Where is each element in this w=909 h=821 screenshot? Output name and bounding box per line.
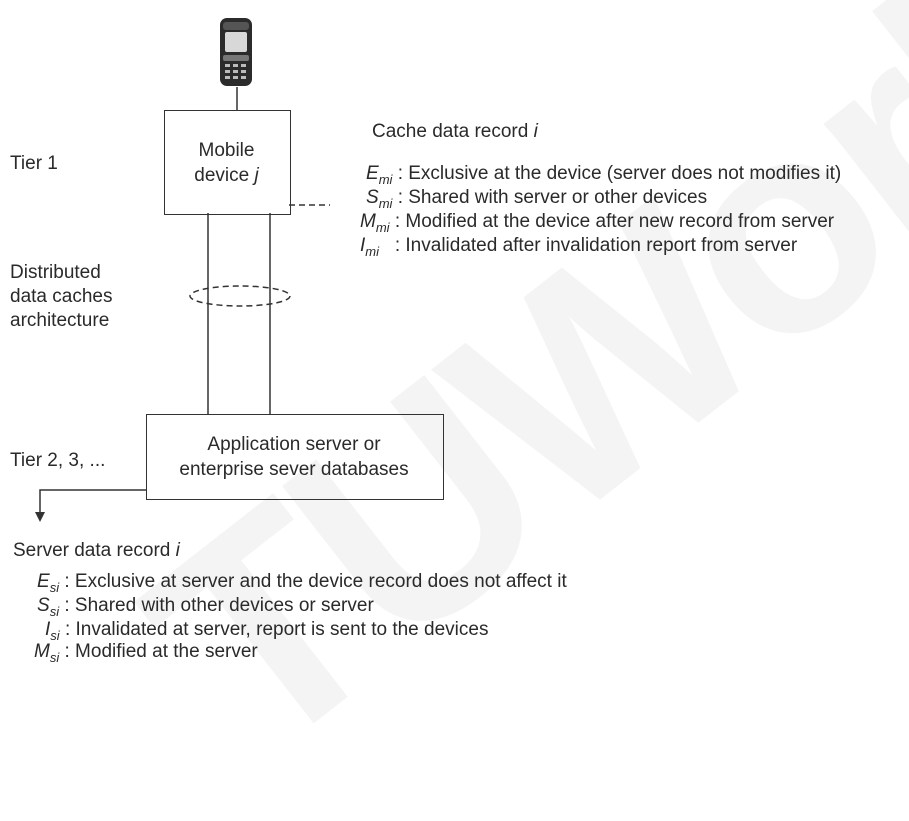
server-record-title: Server data record i [13, 540, 180, 561]
cache-state-m: Mmi : Modified at the device after new r… [360, 211, 835, 235]
server-state-i: Isi : Invalidated at server, report is s… [45, 619, 489, 643]
cache-ellipse [189, 285, 291, 307]
server-box [146, 414, 444, 500]
server-state-e: Esi : Exclusive at server and the device… [37, 571, 567, 595]
distributed-label-2: data caches [10, 286, 113, 307]
mobile-phone-icon [220, 18, 252, 86]
tier1-label: Tier 1 [10, 153, 58, 174]
server-label: Application server or enterprise sever d… [179, 434, 409, 480]
arrow-head [35, 512, 45, 522]
cache-record-title: Cache data record i [372, 121, 538, 142]
cache-state-s: Smi : Shared with server or other device… [366, 187, 708, 211]
tier2-label: Tier 2, 3, ... [10, 450, 106, 471]
cache-state-i: Imi : Invalidated after invalidation rep… [360, 235, 798, 259]
server-state-s: Ssi : Shared with other devices or serve… [37, 595, 374, 619]
mobile-device-label: Mobile device j [194, 140, 259, 186]
cache-state-e: Emi : Exclusive at the device (server do… [366, 163, 842, 187]
mobile-device-box [164, 110, 291, 215]
server-leader [39, 489, 146, 516]
server-state-m: Msi : Modified at the server [34, 641, 258, 665]
diagram-canvas [35, 18, 330, 522]
distributed-label-3: architecture [10, 310, 110, 331]
distributed-label-1: Distributed [10, 262, 101, 283]
